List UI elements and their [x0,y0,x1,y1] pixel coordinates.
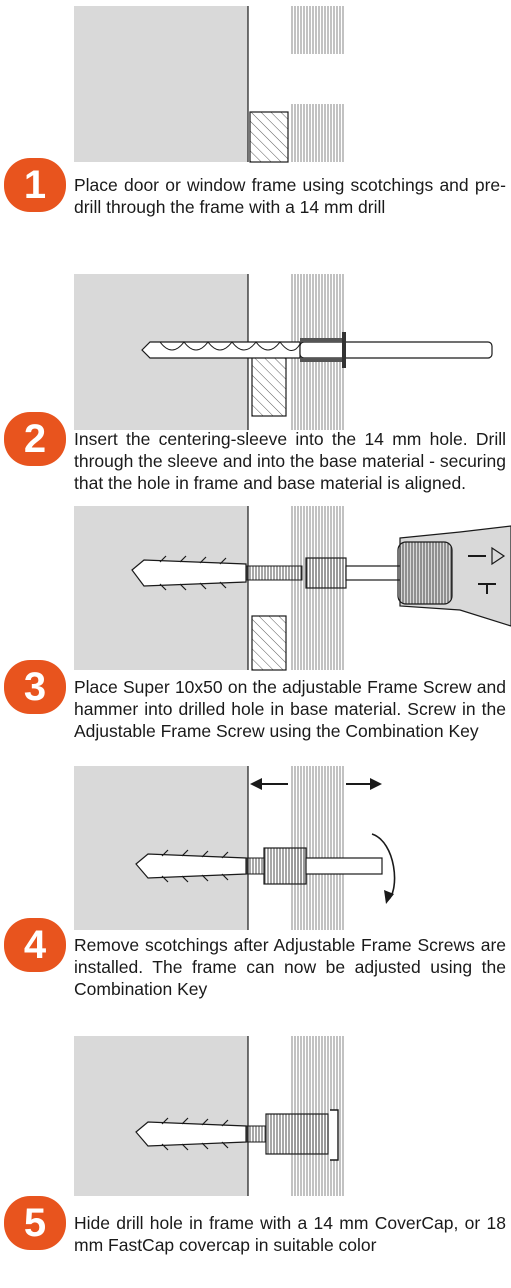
frame-lower [290,104,344,162]
frame-screw-thread [245,565,303,581]
wall [74,6,248,162]
step-badge: 4 [4,918,66,972]
cover-cap [330,1109,339,1161]
step-badge: 1 [4,158,66,212]
centering-sleeve [300,338,346,342]
plug-super-10x50 [131,559,247,587]
step-2-illustration [74,274,493,430]
step-badge: 2 [4,412,66,466]
step-text: Place Super 10x50 on the adjustable Fram… [74,677,506,741]
frame-upper [290,6,344,54]
scotching-block [249,111,289,163]
step-text: Place door or window frame using scotchi… [74,175,506,217]
step-text: Insert the centering-sleeve into the 14 … [74,429,506,493]
step-1-illustration [74,6,344,163]
step-4-illustration [74,766,396,930]
step-badge: 5 [4,1196,66,1250]
step-3-illustration [74,506,511,671]
step-text: Hide drill hole in frame with a 14 mm Co… [74,1213,506,1255]
combination-key [305,857,383,875]
step-text: Remove scotchings after Adjustable Frame… [74,935,506,999]
step-badge: 3 [4,660,66,714]
step-5-illustration [74,1036,344,1196]
drill-shank [299,341,493,359]
frame-screw-head [305,557,347,589]
